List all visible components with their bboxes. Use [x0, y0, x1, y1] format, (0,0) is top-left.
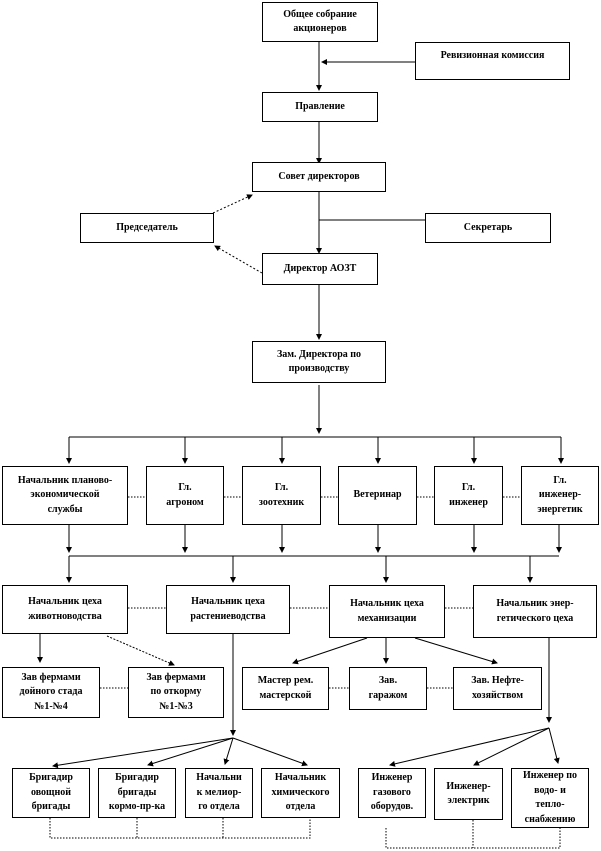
node-deputy-director: Зам. Директора по производству — [252, 341, 386, 383]
node-vegetable-foreman: Бригадир овощной бригады — [12, 768, 90, 818]
node-gas-engineer: Инженер газового оборудов. — [358, 768, 426, 818]
node-livestock-head: Начальник цеха животноводства — [2, 585, 128, 634]
node-chief-power-engineer: Гл. инженер- энергетик — [521, 466, 599, 525]
node-oil-head: Зав. Нефте- хозяйством — [453, 667, 542, 710]
node-feed-foreman: Бригадир бригады кормо-пр-ка — [98, 768, 176, 818]
node-energy-head: Начальник энер- гетического цеха — [473, 585, 597, 638]
node-chief-zootechnician: Гл. зоотехник — [242, 466, 321, 525]
arrow-chairman-to-council — [212, 194, 253, 214]
node-chief-agronomist: Гл. агроном — [146, 466, 224, 525]
node-garage-head: Зав. гаражом — [349, 667, 427, 710]
node-directors-council: Совет директоров — [252, 162, 386, 192]
node-fattening-farm: Зав фермами по откорму №1-№3 — [128, 667, 224, 718]
node-reclamation-head: Начальни к мелиор- го отдела — [185, 768, 253, 818]
node-workshop-master: Мастер рем. мастерской — [242, 667, 329, 710]
node-water-heat-engineer: Инженер по водо- и тепло- снабжению — [511, 768, 589, 828]
node-dairy-farm: Зав фермами дойного стада №1-№4 — [2, 667, 100, 718]
node-board: Правление — [262, 92, 378, 122]
node-chief-engineer: Гл. инженер — [434, 466, 503, 525]
arrow-director-to-chairman — [214, 245, 263, 274]
node-electrical-engineer: Инженер- электрик — [434, 768, 503, 820]
node-mechanization-head: Начальник цеха механизации — [329, 585, 445, 638]
node-crop-head: Начальник цеха растениеводства — [166, 585, 290, 634]
node-secretary: Секретарь — [425, 213, 551, 243]
node-director: Директор АОЗТ — [262, 253, 378, 285]
node-planning-head: Начальник планово- экономической службы — [2, 466, 128, 525]
node-veterinarian: Ветеринар — [338, 466, 417, 525]
node-general-meeting: Общее собрание акционеров — [262, 2, 378, 42]
node-audit-commission: Ревизионная комиссия — [415, 42, 570, 80]
node-chemical-head: Начальник химического отдела — [261, 768, 340, 818]
node-chairman: Председатель — [80, 213, 214, 243]
